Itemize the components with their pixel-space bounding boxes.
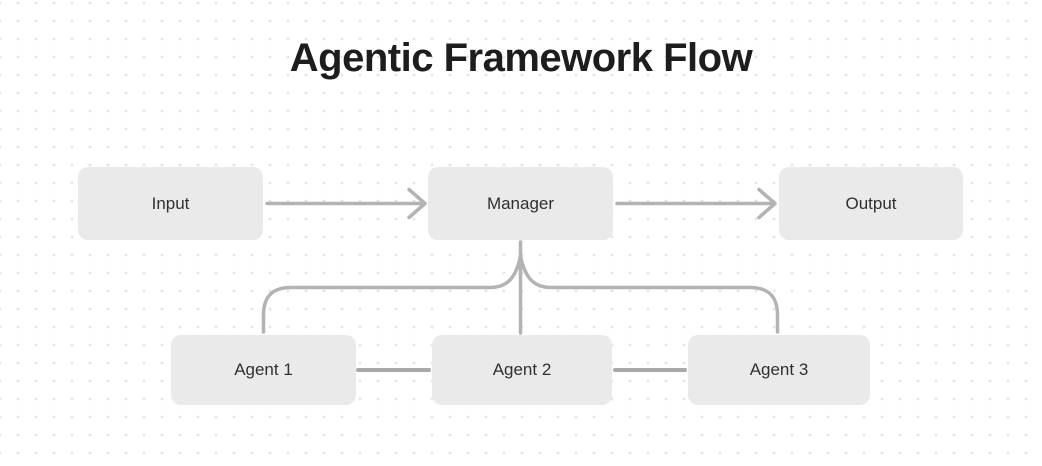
node-agent2-label: Agent 2 <box>492 360 552 379</box>
edge-input-manager-arrowhead <box>407 187 427 220</box>
node-agent2[interactable]: Agent 2 <box>432 335 612 405</box>
node-agent3-label: Agent 3 <box>749 360 809 379</box>
node-output-label: Output <box>845 193 897 213</box>
node-input[interactable]: Input <box>78 167 263 240</box>
node-agent3[interactable]: Agent 3 <box>688 335 870 405</box>
node-agent1-label: Agent 1 <box>234 360 293 379</box>
node-manager-label: Manager <box>486 193 555 213</box>
node-agent1[interactable]: Agent 1 <box>171 335 356 405</box>
edge-manager-agent3-curve <box>518 254 780 334</box>
diagram-title: Agentic Framework Flow <box>289 36 753 80</box>
edge-manager-agent1-curve <box>261 254 523 334</box>
edge-manager-output-arrowhead <box>757 187 777 220</box>
node-input-label: Input <box>151 193 190 213</box>
node-output[interactable]: Output <box>779 167 963 240</box>
node-manager[interactable]: Manager <box>428 167 613 240</box>
